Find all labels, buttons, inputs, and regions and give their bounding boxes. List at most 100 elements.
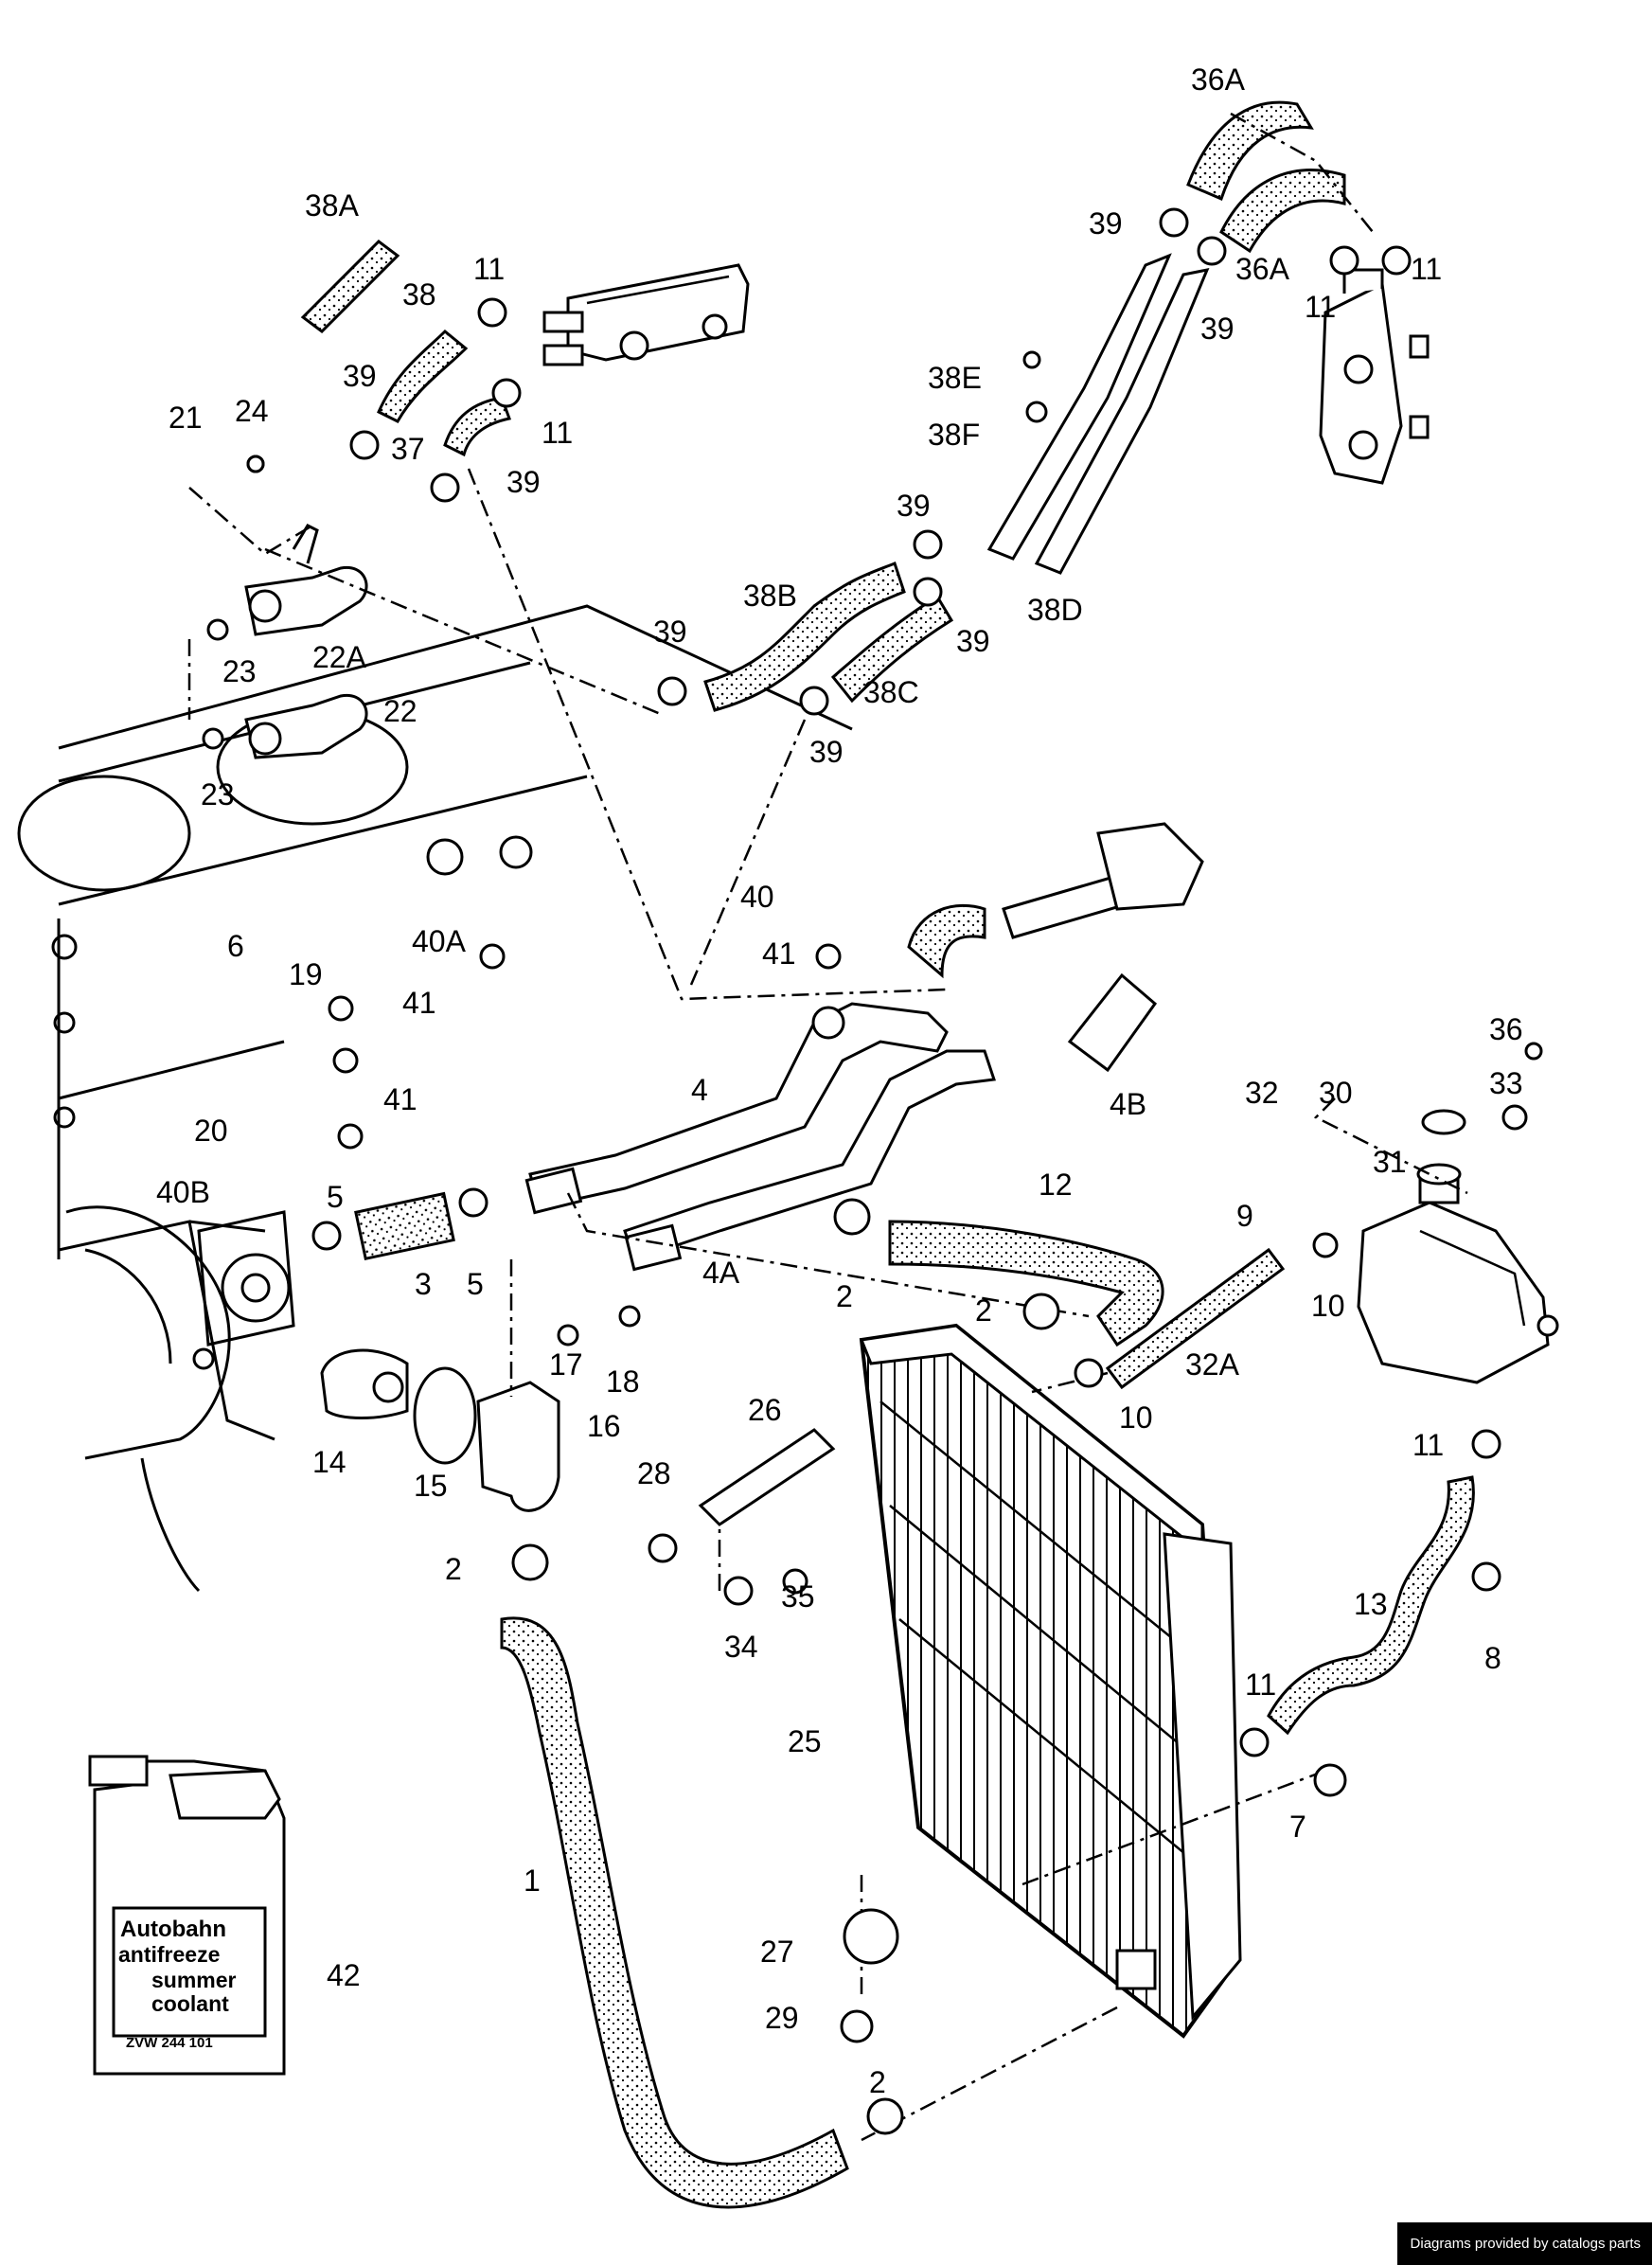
jug-line2: antifreeze (118, 1942, 220, 1967)
label-24: 24 (235, 394, 269, 428)
coolant-jug: Autobahn antifreeze summer coolant ZVW 2… (88, 1755, 286, 2076)
part-labels: 36A 39 36A 11 11 39 38A 38 11 39 3 7 11 3… (156, 62, 1523, 2099)
label-35: 35 (781, 1579, 815, 1614)
label-21: 21 (169, 401, 203, 435)
label-40a: 40A (412, 924, 467, 958)
label-30: 30 (1319, 1076, 1353, 1110)
label-5-a: 5 (327, 1180, 344, 1214)
thermostat-14 (320, 1348, 409, 1419)
label-10-a: 10 (1311, 1289, 1345, 1323)
heater-core (542, 263, 750, 366)
label-34: 34 (724, 1630, 758, 1664)
label-31: 31 (1373, 1145, 1407, 1179)
label-23-a: 23 (222, 654, 257, 688)
hose-9 (1105, 1247, 1286, 1390)
hose-12 (888, 1220, 1164, 1347)
label-40: 40 (740, 880, 774, 914)
label-16: 16 (587, 1409, 621, 1443)
label-22a: 22A (312, 640, 367, 674)
hose-38a (300, 240, 400, 333)
bracket-4b (1067, 972, 1158, 1073)
label-4: 4 (691, 1073, 708, 1107)
label-2-b: 2 (975, 1293, 992, 1328)
thermo-fitting-top (1002, 822, 1204, 939)
label-38: 38 (402, 277, 436, 312)
hose-36a-top (1186, 100, 1314, 202)
label-11-a: 11 (1411, 252, 1442, 286)
label-38c: 38C (863, 675, 919, 709)
label-40b: 40B (156, 1175, 210, 1209)
label-36a-mid: 36A (1235, 252, 1290, 286)
label-18: 18 (606, 1364, 640, 1399)
jug-line1: Autobahn (120, 1917, 226, 1942)
label-17: 17 (549, 1347, 583, 1382)
label-12: 12 (1039, 1168, 1073, 1202)
hose-3 (354, 1191, 455, 1261)
label-39-a: 39 (1089, 206, 1123, 241)
label-38d: 38D (1027, 593, 1083, 627)
hose-1 (500, 1616, 849, 2209)
label-41-a: 41 (762, 936, 796, 971)
expansion-tank-30 (1357, 1109, 1559, 1384)
label-23-b: 23 (201, 777, 235, 811)
label-14: 14 (312, 1445, 346, 1479)
label-39-b: 39 (1200, 312, 1235, 346)
label-4b: 4B (1110, 1087, 1146, 1121)
thermostat-housing-22 (244, 693, 368, 759)
label-33: 33 (1489, 1066, 1523, 1100)
label-27: 27 (760, 1935, 794, 1969)
label-28: 28 (637, 1456, 671, 1490)
radiator-25 (859, 1323, 1242, 2039)
engine-block (17, 604, 853, 1441)
label-11-f: 11 (1245, 1668, 1276, 1702)
hose-38 (377, 329, 469, 423)
jug-partno: ZVW 244 101 (126, 2035, 213, 2051)
bracket-26 (698, 1428, 836, 1526)
label-11-d: 11 (542, 416, 573, 450)
jug-line3: summer (151, 1968, 237, 1992)
hose-38b (703, 562, 906, 712)
label-19: 19 (289, 957, 323, 991)
heater-valve-right (1319, 268, 1430, 485)
label-9: 9 (1236, 1199, 1253, 1233)
label-39-d: 39 (506, 465, 541, 499)
label-39-c: 39 (343, 359, 377, 393)
elbow-hose-top (907, 903, 986, 979)
thermostat-housing-22a (244, 524, 368, 636)
label-39-e: 39 (897, 489, 931, 523)
hose-13 (1267, 1475, 1475, 1736)
label-5-b: 5 (467, 1267, 484, 1301)
label-10-b: 10 (1119, 1400, 1153, 1435)
coolant-pipe-4 (524, 1002, 997, 1272)
hose-36a-mid (1219, 169, 1346, 254)
clamps (192, 207, 1543, 2135)
jug-line4: coolant (151, 1991, 229, 2016)
label-11-c: 11 (473, 252, 505, 286)
label-38f: 38F (928, 418, 980, 452)
label-38b: 38B (743, 579, 797, 613)
label-3: 3 (415, 1267, 432, 1301)
label-1: 1 (524, 1864, 541, 1898)
leader-lines (187, 112, 1468, 2142)
label-22: 22 (383, 694, 417, 728)
label-2-c: 2 (445, 1552, 462, 1586)
label-4a: 4A (702, 1256, 740, 1290)
label-39-f: 39 (956, 624, 990, 658)
credit-badge: Diagrams provided by catalogs parts (1396, 2222, 1652, 2265)
label-25: 25 (788, 1724, 822, 1758)
label-41-c: 41 (383, 1082, 417, 1116)
label-42: 42 (327, 1958, 361, 1992)
label-32: 32 (1245, 1076, 1279, 1110)
label-32a: 32A (1185, 1347, 1240, 1382)
water-pump-housing (65, 1205, 295, 1593)
label-36a-top: 36A (1191, 62, 1246, 97)
label-38a: 38A (305, 188, 360, 223)
hose-37 (443, 396, 511, 457)
label-6: 6 (227, 929, 244, 963)
label-8: 8 (1484, 1641, 1501, 1675)
label-11-b: 11 (1305, 290, 1336, 324)
label-2-d: 2 (869, 2065, 886, 2099)
label-7: 7 (1289, 1810, 1306, 1844)
hose-38c (830, 594, 954, 704)
